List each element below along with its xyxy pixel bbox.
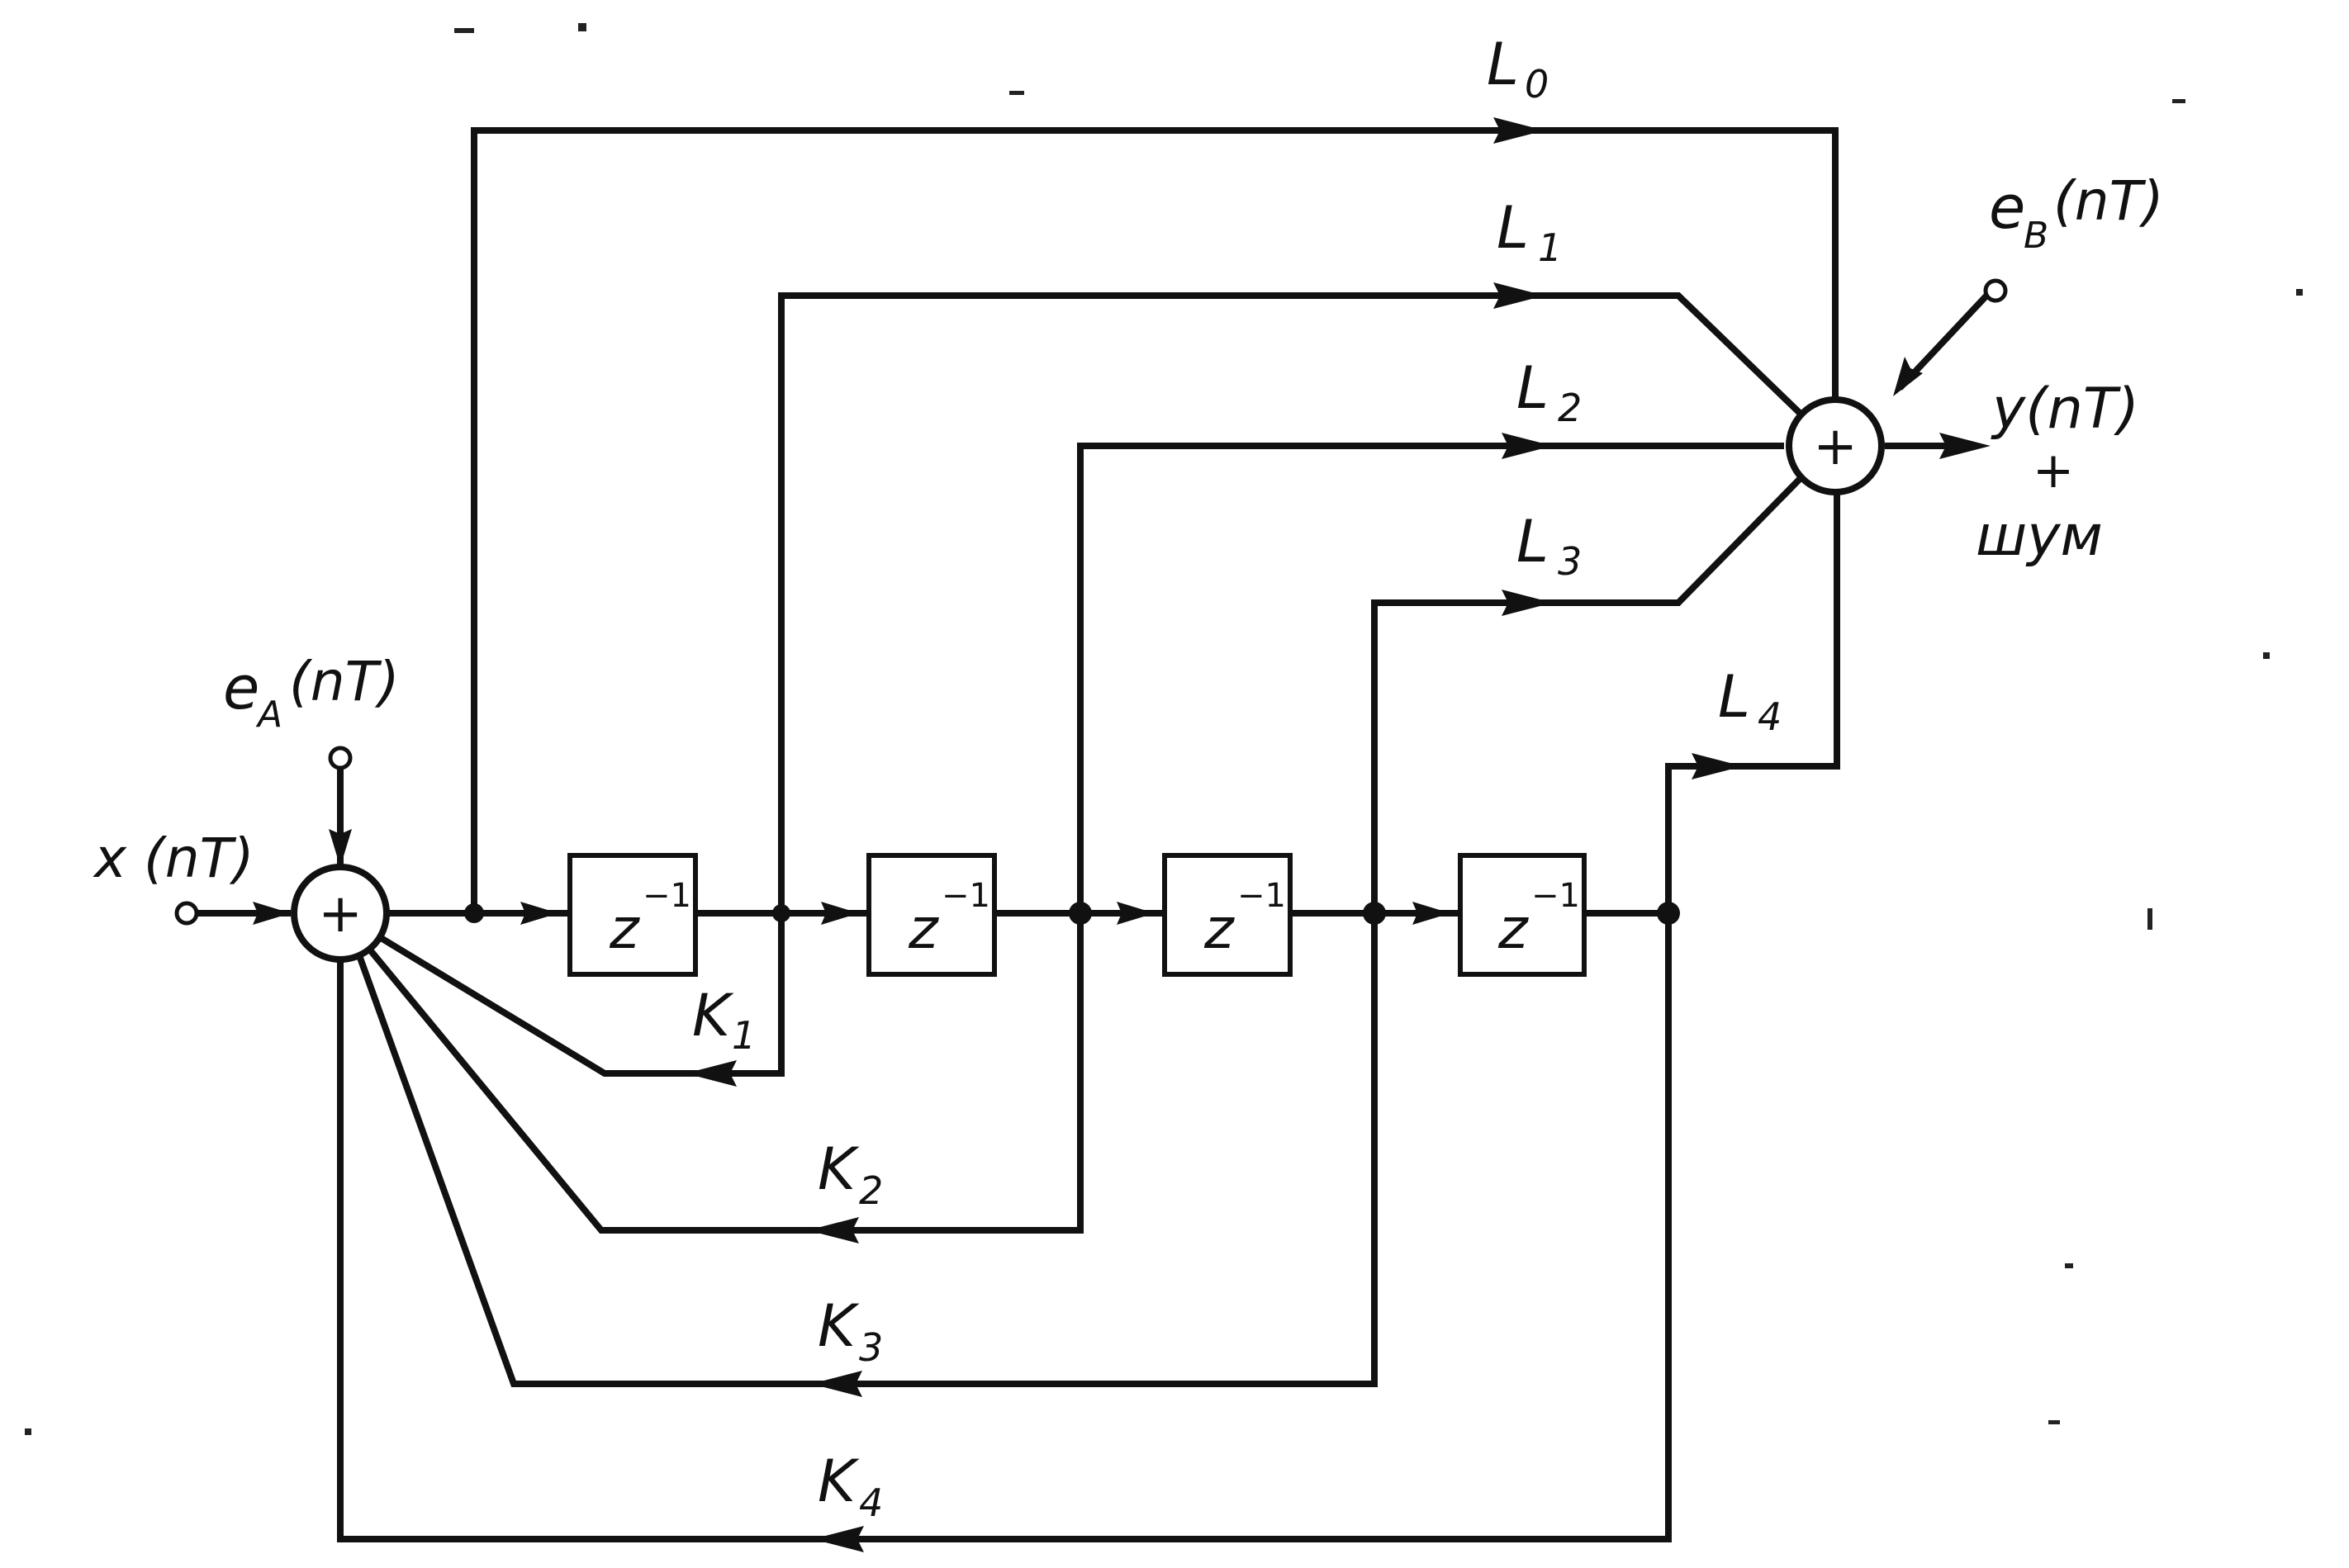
output-label-line2: + bbox=[2033, 442, 2074, 500]
arrow-input bbox=[253, 902, 291, 925]
delay-block-2-exp: −1 bbox=[942, 877, 990, 915]
signal-wires bbox=[197, 127, 1991, 1542]
forward-path-l4 bbox=[1665, 494, 1840, 913]
adder-a-symbol: + bbox=[318, 883, 363, 945]
delay-block-1: z −1 bbox=[567, 853, 698, 977]
coeff-l0-base: L bbox=[1487, 31, 1519, 98]
coeff-label-k1: K 1 bbox=[692, 982, 756, 1058]
arrow-l4 bbox=[1692, 753, 1743, 779]
arrow-delay-1 bbox=[520, 902, 558, 925]
coeff-k3-sub: 3 bbox=[859, 1325, 883, 1370]
coeff-l2-base: L bbox=[1516, 354, 1549, 422]
forward-path-l0 bbox=[471, 127, 1839, 913]
coeff-k1-base: K bbox=[692, 982, 734, 1049]
delay-block-4-z: z bbox=[1497, 897, 1529, 962]
forward-path-l2 bbox=[1077, 443, 1784, 913]
arrow-l1 bbox=[1493, 282, 1545, 309]
adder-a: + bbox=[291, 864, 390, 963]
coeff-label-l2: L 2 bbox=[1516, 354, 1582, 430]
junction-4 bbox=[1657, 902, 1680, 925]
junction-2 bbox=[1069, 902, 1092, 925]
noise-b-label-sub: B bbox=[2024, 215, 2048, 257]
arrow-k4 bbox=[813, 1526, 864, 1552]
coeff-label-l0: L 0 bbox=[1487, 31, 1549, 107]
arrow-k1 bbox=[686, 1060, 737, 1087]
feedback-path-k4 bbox=[337, 913, 1672, 1542]
input-label: x (nT) bbox=[93, 827, 254, 890]
arrow-delay-3 bbox=[1117, 902, 1155, 925]
coeff-label-l1: L 1 bbox=[1497, 194, 1562, 270]
arrow-l0 bbox=[1493, 117, 1545, 144]
coeff-l3-sub: 3 bbox=[1558, 539, 1582, 584]
junction-dots bbox=[464, 902, 1680, 925]
coeff-label-k4: K 4 bbox=[818, 1447, 883, 1525]
noise-b-label-arg: (nT) bbox=[2053, 169, 2164, 233]
noise-b-label: e B (nT) bbox=[1989, 169, 2164, 257]
noise-a-label-sub: A bbox=[255, 694, 282, 736]
output-label-line1: y(nT) bbox=[1991, 377, 2139, 442]
coeff-k3-base: K bbox=[818, 1292, 860, 1360]
arrow-k2 bbox=[808, 1217, 859, 1244]
junction-1 bbox=[772, 904, 790, 922]
coeff-l1-sub: 1 bbox=[1538, 225, 1562, 270]
arrow-output bbox=[1939, 433, 1991, 459]
noise-b-terminal bbox=[1983, 278, 2008, 303]
coeff-l1-base: L bbox=[1497, 194, 1529, 262]
feedback-path-k3 bbox=[357, 913, 1378, 1387]
coeff-k4-base: K bbox=[818, 1447, 860, 1515]
coeff-label-l3: L 3 bbox=[1516, 508, 1582, 584]
junction-l0 bbox=[464, 903, 484, 923]
delay-block-4-exp: −1 bbox=[1531, 877, 1580, 915]
arrow-k3 bbox=[811, 1371, 862, 1397]
delay-block-2: z −1 bbox=[866, 853, 997, 977]
coeff-label-k3: K 3 bbox=[818, 1292, 883, 1370]
delay-block-3: z −1 bbox=[1162, 853, 1293, 977]
adder-b-symbol: + bbox=[1813, 416, 1858, 477]
forward-path-l1 bbox=[778, 292, 1806, 913]
scan-specks bbox=[25, 23, 2303, 1435]
noise-b-label-base: e bbox=[1989, 173, 2025, 242]
junction-3 bbox=[1363, 902, 1386, 925]
input-terminal bbox=[174, 901, 199, 926]
coeff-l4-base: L bbox=[1718, 663, 1750, 731]
coeff-label-k2: K 2 bbox=[818, 1135, 883, 1213]
arrow-l2 bbox=[1502, 433, 1553, 459]
delay-block-4: z −1 bbox=[1458, 853, 1587, 977]
coeff-k1-sub: 1 bbox=[732, 1013, 756, 1058]
delay-block-2-z: z bbox=[908, 897, 939, 962]
arrow-noise-b bbox=[1893, 357, 1923, 396]
arrow-delay-2 bbox=[821, 902, 859, 925]
delay-block-1-z: z bbox=[609, 897, 640, 962]
noise-a-label-arg: (nT) bbox=[289, 650, 400, 713]
output-label-line3: шум bbox=[1976, 504, 2103, 569]
delay-block-3-exp: −1 bbox=[1237, 877, 1286, 915]
output-label: y(nT) + шум bbox=[1976, 377, 2139, 569]
coeff-l0-sub: 0 bbox=[1525, 62, 1549, 107]
coeff-l4-sub: 4 bbox=[1758, 694, 1782, 739]
coeff-label-l4: L 4 bbox=[1718, 663, 1782, 739]
adder-b: + bbox=[1786, 396, 1885, 495]
coeff-l2-sub: 2 bbox=[1558, 386, 1582, 430]
delay-block-3-z: z bbox=[1203, 897, 1235, 962]
arrow-noise-a bbox=[329, 829, 352, 867]
coeff-k4-sub: 4 bbox=[859, 1480, 883, 1525]
coeff-k2-base: K bbox=[818, 1135, 860, 1203]
noise-a-terminal bbox=[328, 746, 353, 770]
delay-block-1-exp: −1 bbox=[643, 877, 691, 915]
noise-a-label: e A (nT) bbox=[223, 650, 400, 736]
arrow-l3 bbox=[1502, 590, 1553, 616]
coeff-k2-sub: 2 bbox=[859, 1168, 883, 1213]
coeff-l3-base: L bbox=[1516, 508, 1549, 576]
arrowheads bbox=[253, 117, 1991, 1552]
arrow-delay-4 bbox=[1412, 902, 1450, 925]
noise-a-label-base: e bbox=[223, 653, 259, 722]
